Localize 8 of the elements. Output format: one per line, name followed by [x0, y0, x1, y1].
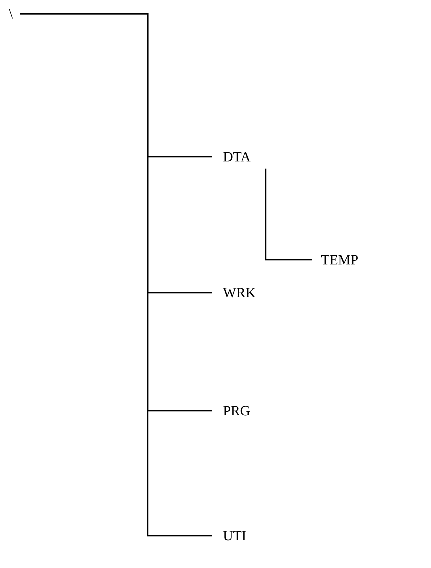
- folder-label: \: [9, 9, 14, 19]
- folder-label: TEMP: [321, 255, 358, 265]
- folder-label: DTA: [224, 152, 251, 162]
- tree-line: [265, 168, 312, 261]
- folder-label: UTI: [224, 531, 246, 541]
- folder-label: PRG: [224, 406, 250, 416]
- folder-label: WRK: [223, 288, 256, 298]
- tree-line: [20, 13, 212, 537]
